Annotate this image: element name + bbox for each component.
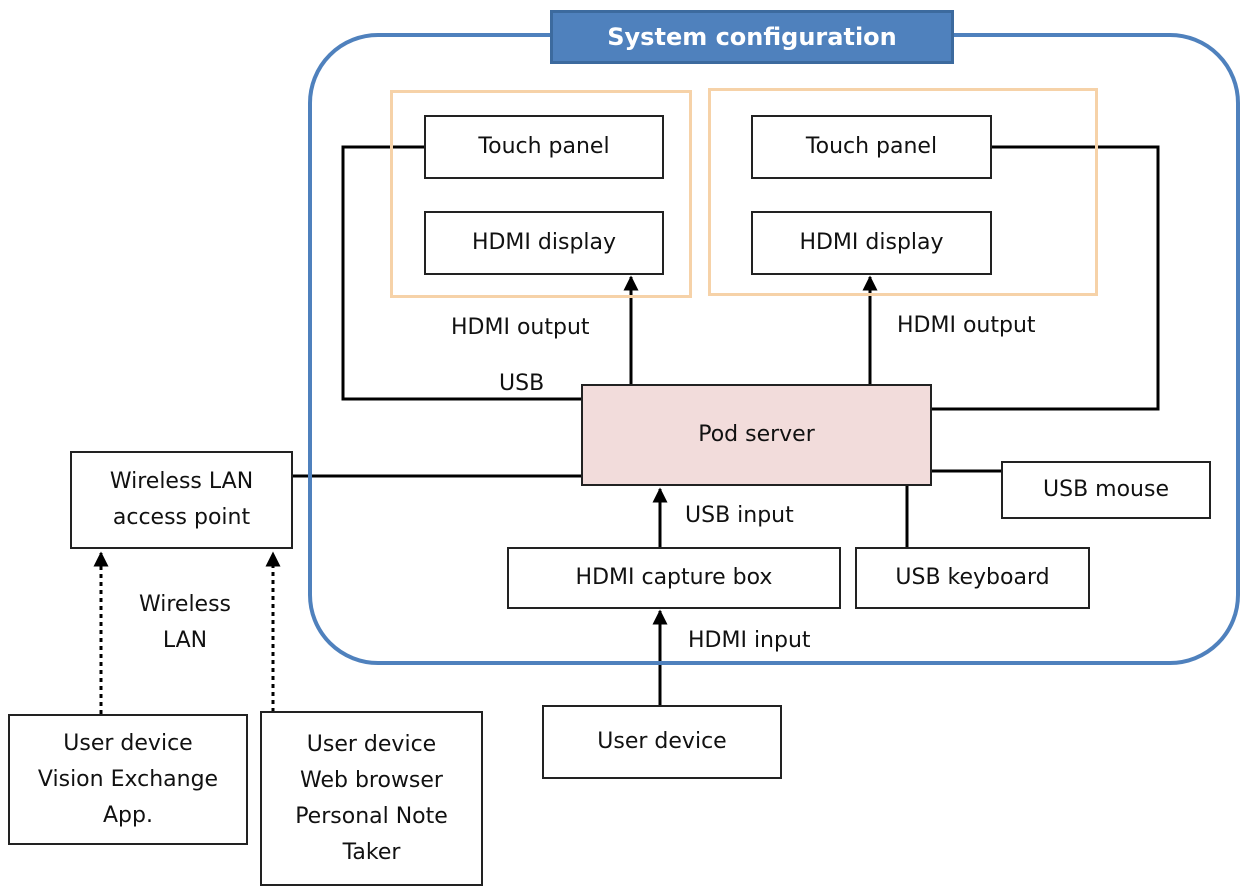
touch-panel-left: Touch panel [424,115,664,179]
user-device-app-line-2: Vision Exchange [37,766,219,792]
user-device-vision-exchange: User device Vision Exchange App. [8,714,248,845]
usb-line-right-touch-panel [931,145,1160,411]
user-device-hdmi: User device [542,705,782,779]
display-group-left [390,90,692,298]
user-device-browser-line-4: Taker [342,839,401,865]
user-device-browser-line-3: Personal Note [295,803,448,829]
user-device-browser-line-2: Web browser [300,767,443,793]
hdmi-display-right: HDMI display [751,211,992,275]
wireless-lan-access-point: Wireless LAN access point [70,451,293,549]
hdmi-display-left: HDMI display [424,211,664,275]
wireless-lan-access-point-line-2: access point [112,505,251,530]
usb-keyboard: USB keyboard [855,547,1090,609]
usb-mouse: USB mouse [1001,461,1211,519]
usb-label: USB [499,371,545,396]
hdmi-input-label: HDMI input [688,628,811,653]
pod-server: Pod server [581,384,932,486]
diagram-title: System configuration [550,10,954,64]
wireless-lan-label-line-2: LAN [162,628,208,653]
usb-input-label: USB input [685,503,794,528]
hdmi-output-label-right: HDMI output [897,313,1036,338]
usb-line-left-touch-panel [341,145,582,401]
hdmi-capture-box: HDMI capture box [507,547,841,609]
wireless-lan-label: Wireless LAN [130,590,240,656]
wireless-lan-access-point-line-1: Wireless LAN [109,469,254,494]
user-device-app-line-3: App. [103,802,153,828]
touch-panel-right: Touch panel [751,115,992,179]
user-device-app-line-1: User device [63,730,193,756]
hdmi-output-label-left: HDMI output [451,315,590,340]
wireless-lan-label-line-1: Wireless [138,592,232,617]
user-device-web-browser: User device Web browser Personal Note Ta… [260,711,483,886]
user-device-browser-line-1: User device [306,731,437,757]
display-group-right [708,88,1098,296]
